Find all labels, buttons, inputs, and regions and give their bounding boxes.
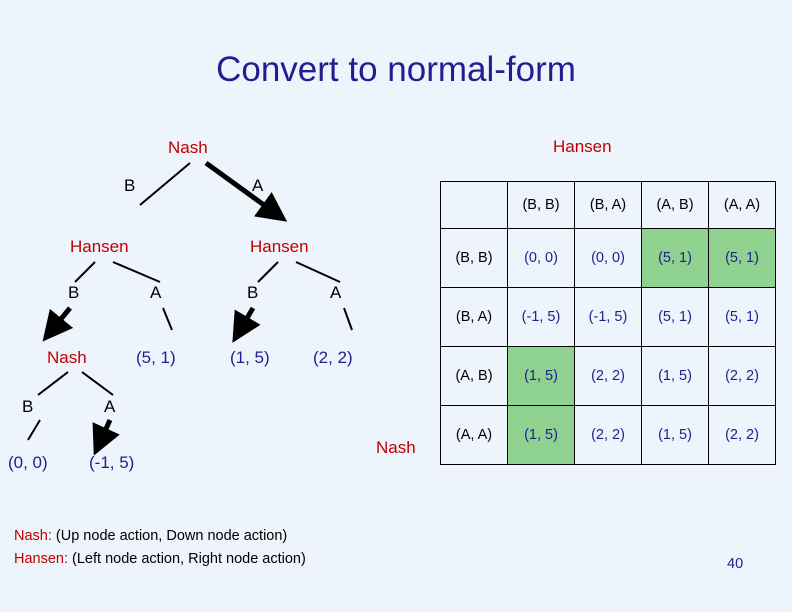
matrix-header-row: (B, B) (B, A) (A, B) (A, A): [440, 181, 776, 229]
matrix-cell-2-2: (1, 5): [641, 346, 709, 406]
normal-form-matrix: (B, B) (B, A) (A, B) (A, A) (B, B) (0, 0…: [440, 181, 776, 465]
tree-payoff-left-right: (5, 1): [136, 348, 176, 367]
matrix-cell-2-3: (2, 2): [708, 346, 776, 406]
legend-line-hansen: Hansen: (Left node action, Right node ac…: [14, 551, 306, 567]
tree-root-right-action: A: [252, 176, 264, 195]
tree-left-child-player: Hansen: [70, 237, 129, 256]
table-row: (A, B) (1, 5) (2, 2) (1, 5) (2, 2): [440, 346, 776, 406]
tree-right-child-player: Hansen: [250, 237, 309, 256]
matrix-corner-cell: [440, 181, 508, 229]
table-row: (B, A) (-1, 5) (-1, 5) (5, 1) (5, 1): [440, 287, 776, 347]
tree-left-child-right-action: A: [150, 283, 162, 302]
matrix-cell-1-2: (5, 1): [641, 287, 709, 347]
matrix-cell-1-0: (-1, 5): [507, 287, 575, 347]
tree-deep-player: Nash: [47, 348, 87, 367]
matrix-row-header-3: (A, A): [440, 405, 508, 465]
matrix-cell-3-3: (2, 2): [708, 405, 776, 465]
matrix-cell-2-1: (2, 2): [574, 346, 642, 406]
matrix-cell-3-0: (1, 5): [507, 405, 575, 465]
tree-root-player: Nash: [168, 138, 208, 157]
tree-payoff-deep-right: (-1, 5): [89, 453, 135, 472]
matrix-cell-0-1: (0, 0): [574, 228, 642, 288]
legend-hansen-text: (Left node action, Right node action): [68, 551, 306, 567]
table-row: (A, A) (1, 5) (2, 2) (1, 5) (2, 2): [440, 405, 776, 465]
matrix-col-header-0: (B, B): [507, 181, 575, 229]
matrix-body: (B, B) (B, A) (A, B) (A, A) (B, B) (0, 0…: [440, 181, 776, 465]
matrix-row-player-label: Nash: [376, 438, 416, 457]
matrix-cell-2-0: (1, 5): [507, 346, 575, 406]
matrix-cell-0-2: (5, 1): [641, 228, 709, 288]
page-title: Convert to normal-form: [216, 50, 576, 89]
matrix-col-header-1: (B, A): [574, 181, 642, 229]
matrix-cell-0-3: (5, 1): [708, 228, 776, 288]
tree-deep-right-action: A: [104, 397, 116, 416]
matrix-cell-3-2: (1, 5): [641, 405, 709, 465]
tree-deep-left-action: B: [22, 397, 34, 416]
page-number: 40: [727, 556, 744, 572]
matrix-row-header-1: (B, A): [440, 287, 508, 347]
legend-nash-key: Nash:: [14, 528, 52, 544]
legend-line-nash: Nash: (Up node action, Down node action): [14, 528, 287, 544]
matrix-cell-1-3: (5, 1): [708, 287, 776, 347]
matrix-col-header-3: (A, A): [708, 181, 776, 229]
tree-right-child-left-action: B: [247, 283, 259, 302]
matrix-row-header-0: (B, B): [440, 228, 508, 288]
legend-hansen-key: Hansen:: [14, 551, 69, 567]
table-row: (B, B) (0, 0) (0, 0) (5, 1) (5, 1): [440, 228, 776, 288]
tree-payoff-right-left: (1, 5): [230, 348, 270, 367]
tree-payoff-right-right: (2, 2): [313, 348, 353, 367]
legend-nash-text: (Up node action, Down node action): [51, 528, 288, 544]
matrix-column-player-label: Hansen: [553, 137, 612, 156]
tree-payoff-deep-left: (0, 0): [8, 453, 48, 472]
matrix-row-header-2: (A, B): [440, 346, 508, 406]
tree-right-child-right-action: A: [330, 283, 342, 302]
matrix-col-header-2: (A, B): [641, 181, 709, 229]
matrix-cell-1-1: (-1, 5): [574, 287, 642, 347]
tree-root-left-action: B: [124, 176, 136, 195]
matrix-cell-0-0: (0, 0): [507, 228, 575, 288]
tree-left-child-left-action: B: [68, 283, 80, 302]
matrix-cell-3-1: (2, 2): [574, 405, 642, 465]
